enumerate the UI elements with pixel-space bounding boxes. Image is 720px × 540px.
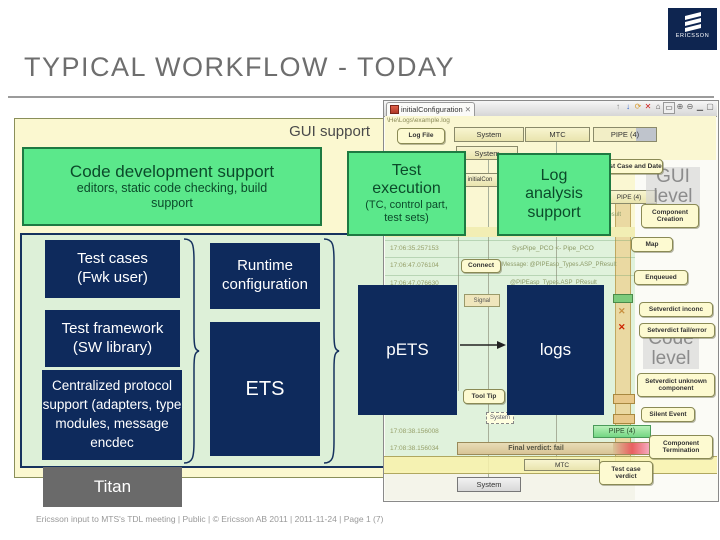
test-execution-box: Test execution (TC, control part, test s…: [347, 151, 466, 236]
test-framework-box: Test framework (SW library): [45, 310, 180, 367]
refresh-icon[interactable]: ⟳: [634, 102, 642, 111]
tab-initialconfiguration[interactable]: initialConfiguration ✕: [386, 102, 475, 116]
jump-up-icon[interactable]: ↑: [616, 102, 620, 111]
map-callout: Map: [631, 237, 673, 252]
box-line: Test cases: [77, 250, 148, 268]
titan-box: Titan: [43, 467, 182, 507]
code-development-support-box: Code development support editors, static…: [22, 147, 322, 226]
pets-to-logs-arrow: [460, 341, 506, 349]
ericsson-logo: ERICSSON: [668, 8, 717, 50]
ericsson-logo-text: ERICSSON: [675, 33, 710, 39]
log-time: 17:06:35.257153: [390, 245, 439, 252]
setverdict-unknown-callout: Setverdict unknown component: [637, 373, 715, 397]
mtc-bar[interactable]: MTC: [524, 459, 600, 471]
cursor-tool-icon[interactable]: ▭: [663, 102, 675, 114]
log-message: SysPipe_PCO <- Pipe_PCO: [512, 245, 594, 252]
runtime-configuration-box: Runtime configuration: [210, 243, 320, 309]
tab-close-icon[interactable]: ✕: [464, 105, 471, 114]
system-column-header[interactable]: System: [454, 127, 524, 142]
row-divider: [385, 275, 635, 276]
test-cases-box: Test cases (Fwk user): [45, 240, 180, 298]
mtc-column-header[interactable]: MTC: [525, 127, 590, 142]
log-time: 17:08:38.156008: [390, 428, 439, 435]
tool-tip-callout: Tool Tip: [463, 389, 505, 404]
final-verdict-bar: Final verdict: fail: [457, 442, 615, 455]
log-file-path: \He\Logs\example.log: [387, 117, 450, 124]
enqueued-callout: Enqueued: [634, 270, 688, 285]
tab-label: initialConfiguration: [401, 105, 463, 114]
final-verdict-fail-gradient: [613, 442, 652, 455]
title-divider: [8, 96, 714, 98]
log-time: 17:06:47.076630: [390, 280, 439, 287]
silent-event-callout: Silent Event: [641, 407, 695, 422]
ets-box: ETS: [210, 322, 320, 456]
log-time: 17:08:38.156034: [390, 445, 439, 452]
row-divider: [385, 257, 635, 258]
pipe-termination-button[interactable]: PIPE (4): [593, 425, 651, 438]
setverdict-inconc-callout: Setverdict inconc: [639, 302, 713, 317]
minimize-icon[interactable]: ▁: [696, 102, 704, 111]
maximize-icon[interactable]: ▢: [706, 102, 714, 111]
gui-support-label: GUI support: [289, 123, 370, 140]
row-divider: [385, 240, 635, 241]
box-subtitle: editors, static code checking, build sup…: [76, 181, 268, 211]
connect-callout[interactable]: Connect: [461, 259, 501, 273]
zoom-out-icon[interactable]: ⊖: [686, 102, 694, 111]
result-label: Result: [604, 212, 622, 218]
system-bottom-button[interactable]: System: [457, 477, 521, 492]
box-subtitle: (TC, control part, test sets): [365, 198, 448, 224]
event-box: [613, 394, 635, 404]
box-line: (SW library): [72, 338, 153, 356]
log-message: @PIPEasp_Types.ASP_PResult: [510, 280, 597, 286]
log-analysis-support-box: Log analysis support: [497, 153, 611, 236]
log-time: 17:06:47.076104: [390, 262, 439, 269]
box-line: Runtime configuration: [222, 257, 308, 293]
signal-label: Signal: [464, 294, 500, 307]
system-lifeline: [488, 158, 489, 478]
component-creation-callout: Component Creation: [641, 204, 699, 228]
centralized-protocol-box: Centralized protocol support (adapters, …: [42, 370, 182, 460]
left-brace: [183, 238, 200, 464]
event-box: [613, 414, 635, 424]
zoom-in-icon[interactable]: ⊕: [676, 102, 684, 111]
pets-box: pETS: [358, 285, 457, 415]
box-title: Test execution: [372, 161, 441, 198]
fail-verdict-icon: ✕: [618, 322, 626, 332]
slide-title: TYPICAL WORKFLOW - TODAY: [24, 52, 456, 82]
box-title: Log analysis support: [525, 166, 583, 221]
inconc-verdict-icon: ✕: [618, 306, 626, 316]
close-log-icon[interactable]: ✕: [644, 102, 652, 111]
box-title: Code development support: [69, 161, 275, 181]
pipe-column-header[interactable]: PIPE (4): [593, 127, 657, 142]
viewer-toolbar: ↑ ↓ ⟳ ✕ ⌂ ▭ ⊕ ⊖ ▁ ▢: [613, 102, 715, 114]
setverdict-fail-callout: Setverdict fail/error: [639, 323, 715, 338]
box-line: (Fwk user): [77, 269, 148, 286]
test-case-verdict-callout: Test case verdict: [599, 461, 653, 485]
tooltip-system-label: System: [486, 412, 514, 424]
logs-box: logs: [507, 285, 604, 415]
log-file-callout: Log File: [397, 128, 445, 144]
box-line: Test framework: [61, 319, 164, 337]
map-event-segment: [613, 294, 633, 303]
slide-footer: Ericsson input to MTS's TDL meeting | Pu…: [36, 514, 384, 524]
gui-level-label: GUI level: [646, 167, 700, 207]
log-message: Message: @PIPEasp_Types.ASP_PResult: [502, 262, 617, 268]
port-lifeline: [458, 158, 459, 391]
component-termination-callout: Component Termination: [649, 435, 713, 459]
log-file-icon: [390, 105, 399, 114]
home-icon[interactable]: ⌂: [655, 102, 661, 111]
tab-bar: initialConfiguration ✕ ↑ ↓ ⟳ ✕ ⌂ ▭ ⊕ ⊖ ▁…: [384, 101, 717, 117]
right-brace: [323, 238, 340, 464]
jump-down-icon[interactable]: ↓: [626, 102, 630, 111]
